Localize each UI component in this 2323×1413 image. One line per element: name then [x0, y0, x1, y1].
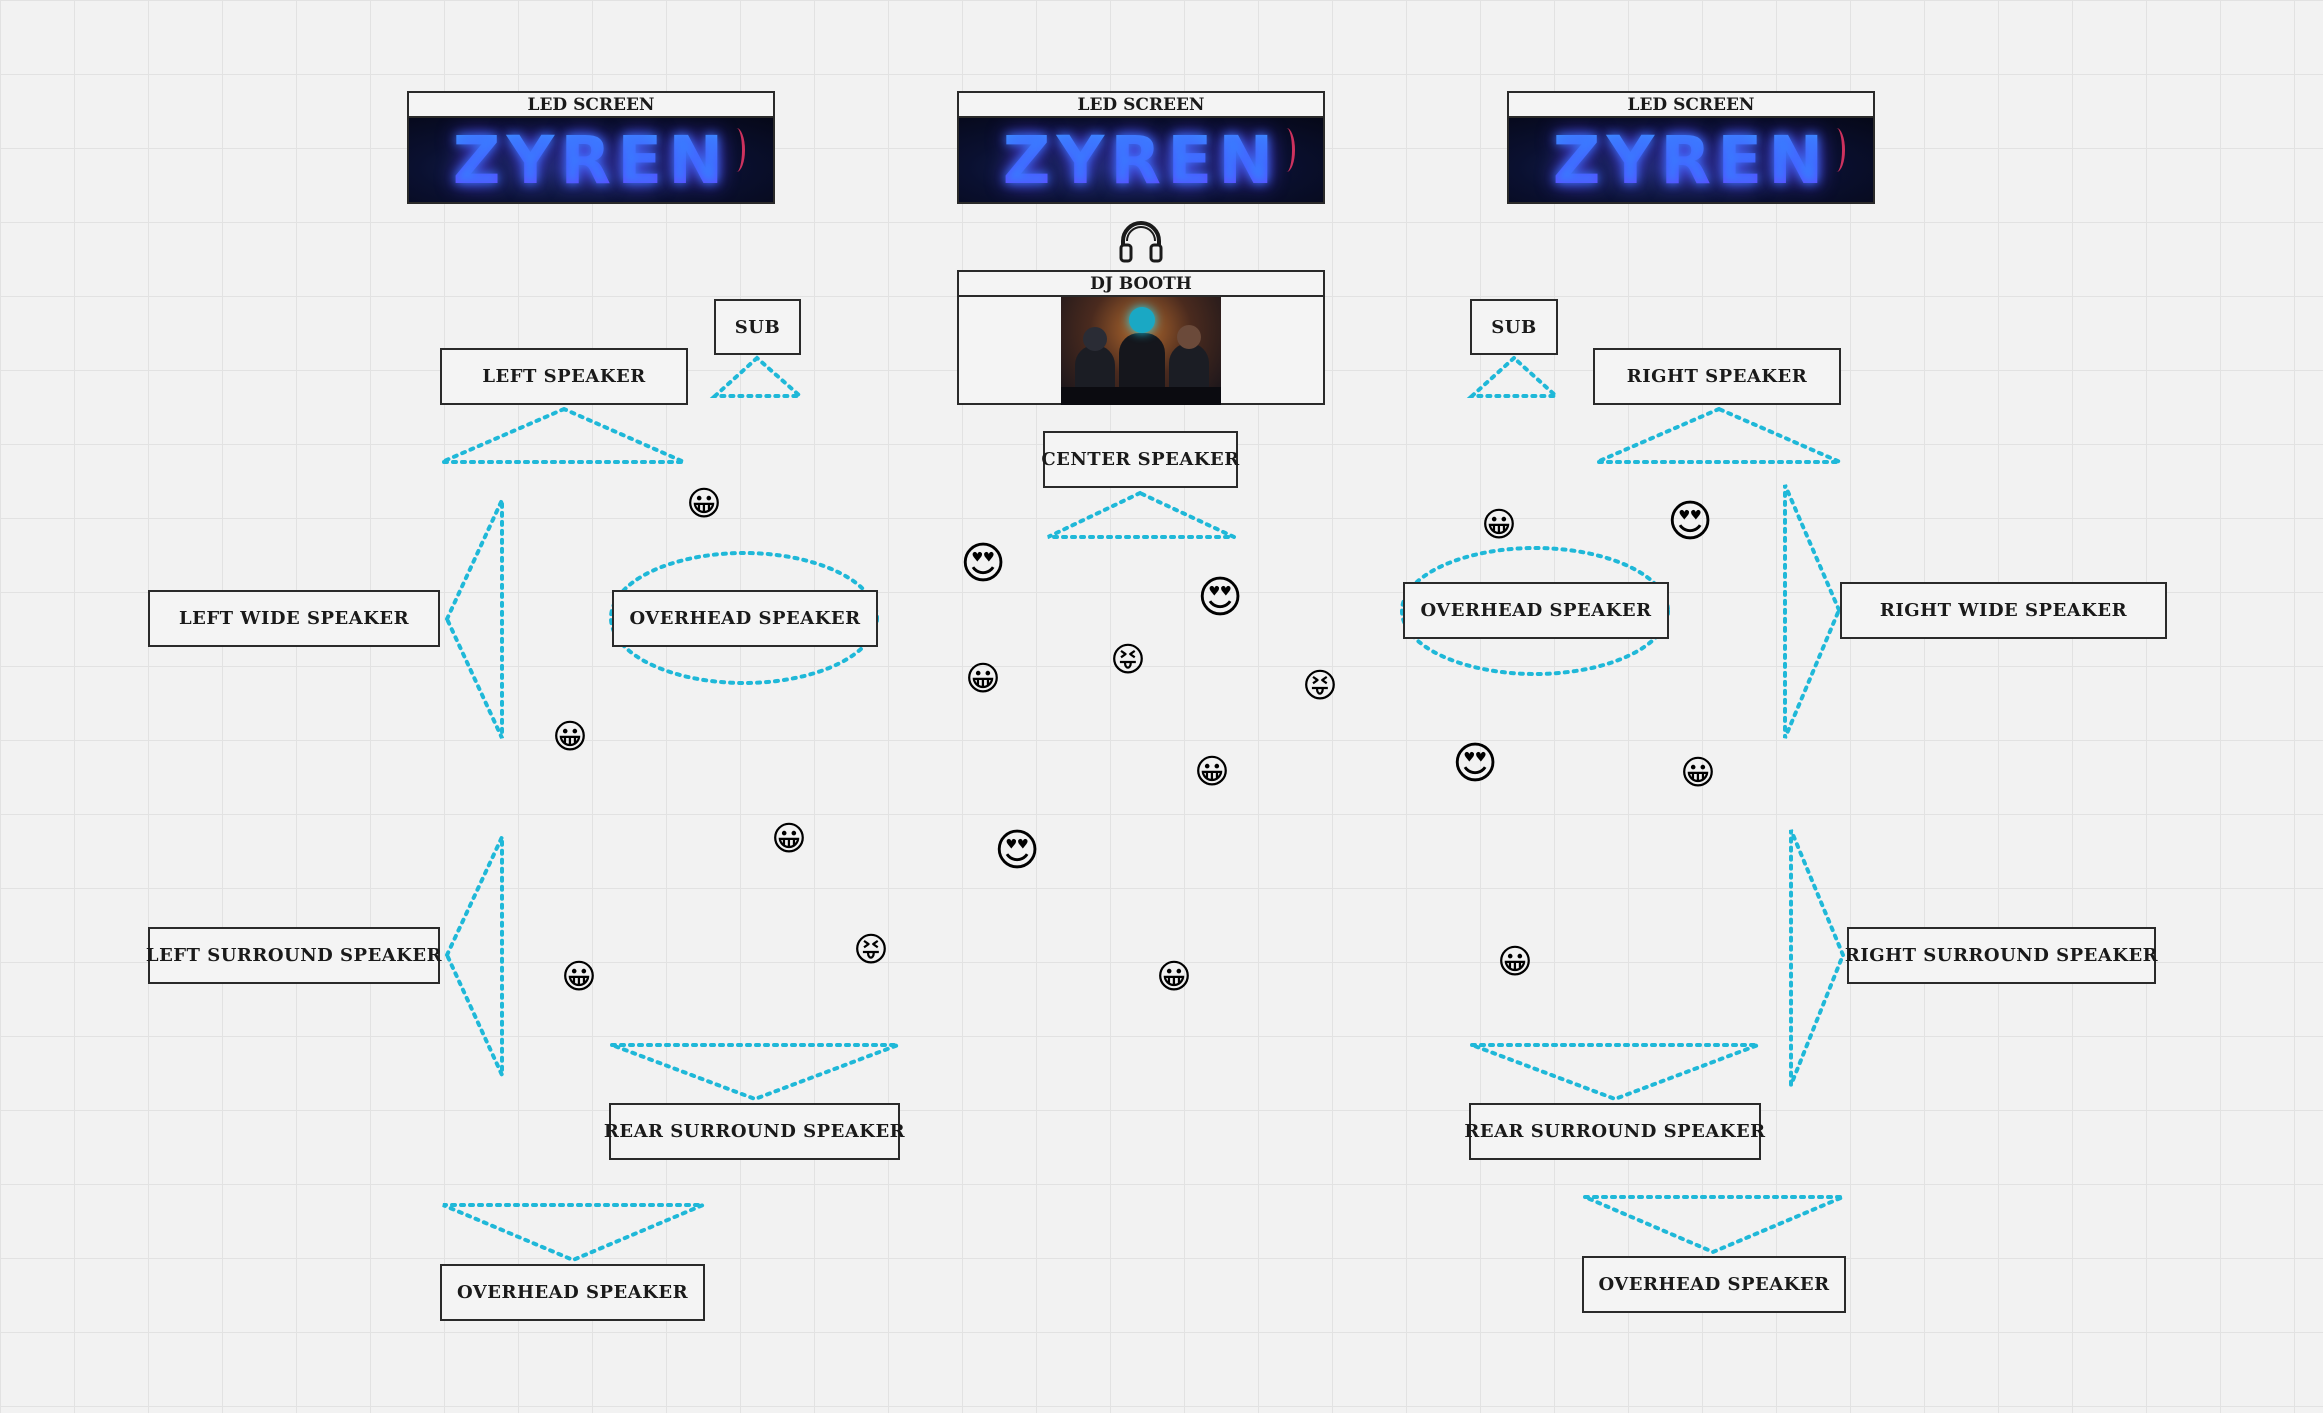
left-surround-speaker-box: LEFT SURROUND SPEAKER — [146, 927, 442, 984]
beam-right-surround — [1789, 829, 1846, 1086]
beam-right-speaker — [1596, 406, 1841, 464]
heart-eyes-face-icon: 😍 — [960, 538, 1006, 589]
squinting-tongue-face-icon: 😝 — [853, 930, 889, 970]
rear-surround-speaker-right-box: REAR SURROUND SPEAKER — [1464, 1103, 1765, 1160]
overhead-speaker-bottom-left-box: OVERHEAD SPEAKER — [440, 1264, 705, 1321]
right-wide-speaker-box: RIGHT WIDE SPEAKER — [1840, 582, 2167, 639]
beam-center-speaker — [1047, 490, 1235, 539]
beam-rear-surround-right — [1471, 1043, 1759, 1102]
led-screen-brand: ZYREN — [452, 121, 730, 199]
led-screen-label: LED SCREEN — [1509, 93, 1873, 118]
beam-rear-surround-left — [611, 1043, 899, 1102]
led-screen-label: LED SCREEN — [959, 93, 1323, 118]
grinning-face-icon: 😀 — [1680, 753, 1716, 793]
grinning-face-icon: 😀 — [1481, 505, 1517, 545]
led-screen-center: LED SCREEN ZYREN — [957, 91, 1325, 204]
grinning-face-icon: 😀 — [1194, 752, 1230, 792]
squinting-tongue-face-icon: 😝 — [1110, 640, 1146, 680]
beam-right-sub — [1466, 355, 1562, 398]
heart-eyes-face-icon: 😍 — [1452, 738, 1498, 789]
dj-booth-photo — [1061, 297, 1221, 405]
headphones-icon — [1119, 221, 1163, 263]
overhead-speaker-left-box: OVERHEAD SPEAKER — [612, 590, 878, 647]
grinning-face-icon: 😀 — [1497, 942, 1533, 982]
grinning-face-icon: 😀 — [771, 819, 807, 859]
beam-left-speaker — [441, 406, 685, 464]
beam-left-surround — [444, 836, 504, 1076]
right-sub-box: SUB — [1470, 299, 1558, 355]
led-screen-left: LED SCREEN ZYREN — [407, 91, 775, 204]
beam-left-wide — [444, 499, 504, 739]
grinning-face-icon: 😀 — [686, 484, 722, 524]
led-screen-right: LED SCREEN ZYREN — [1507, 91, 1875, 204]
grinning-face-icon: 😀 — [552, 717, 588, 757]
heart-eyes-face-icon: 😍 — [1197, 572, 1243, 623]
squinting-tongue-face-icon: 😝 — [1302, 666, 1338, 706]
led-screen-accent — [728, 128, 745, 172]
grinning-face-icon: 😀 — [1156, 957, 1192, 997]
dj-booth-label: DJ BOOTH — [959, 272, 1323, 297]
rear-surround-speaker-left-box: REAR SURROUND SPEAKER — [604, 1103, 905, 1160]
grinning-face-icon: 😀 — [561, 957, 597, 997]
right-surround-speaker-box: RIGHT SURROUND SPEAKER — [1845, 927, 2158, 984]
beam-left-sub — [709, 355, 806, 398]
led-screen-display: ZYREN — [409, 118, 773, 202]
heart-eyes-face-icon: 😍 — [994, 825, 1040, 876]
led-screen-display: ZYREN — [1509, 118, 1873, 202]
led-screen-display: ZYREN — [959, 118, 1323, 202]
beam-overhead-bottom-right — [1584, 1195, 1844, 1255]
left-wide-speaker-box: LEFT WIDE SPEAKER — [148, 590, 440, 647]
center-speaker-box: CENTER SPEAKER — [1041, 431, 1239, 488]
dj-booth: DJ BOOTH — [957, 270, 1325, 405]
led-screen-brand: ZYREN — [1552, 121, 1830, 199]
overhead-speaker-bottom-right-box: OVERHEAD SPEAKER — [1582, 1256, 1846, 1313]
right-speaker-box: RIGHT SPEAKER — [1593, 348, 1841, 405]
beam-overhead-bottom-left — [442, 1203, 704, 1263]
led-screen-accent — [1278, 128, 1295, 172]
led-screen-accent — [1828, 128, 1845, 172]
led-screen-brand: ZYREN — [1002, 121, 1280, 199]
left-speaker-box: LEFT SPEAKER — [440, 348, 688, 405]
left-sub-box: SUB — [714, 299, 801, 355]
beam-right-wide — [1783, 484, 1842, 739]
heart-eyes-face-icon: 😍 — [1667, 496, 1713, 547]
led-screen-label: LED SCREEN — [409, 93, 773, 118]
grinning-face-icon: 😀 — [965, 659, 1001, 699]
overhead-speaker-right-box: OVERHEAD SPEAKER — [1403, 582, 1669, 639]
